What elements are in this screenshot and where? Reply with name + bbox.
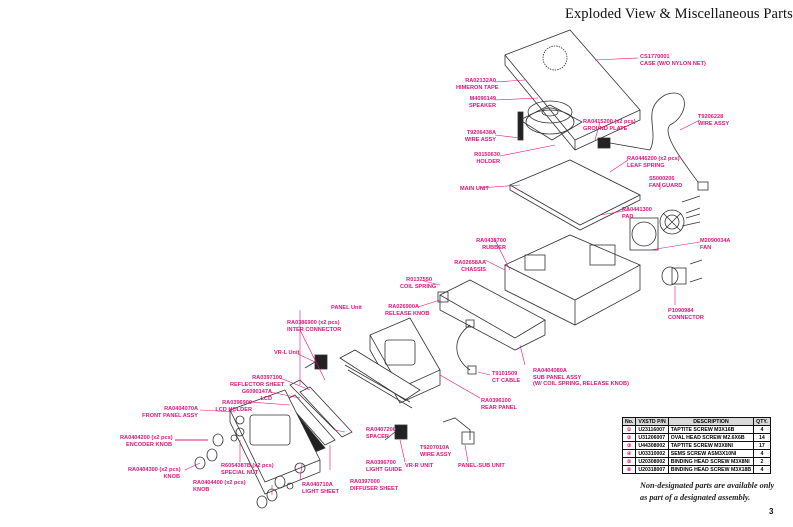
label-vrr-unit: VR-R UNIT bbox=[405, 463, 434, 469]
row-desc: BINDING HEAD SCREW M3X8NI bbox=[667, 457, 755, 466]
row-pn: U23116007 bbox=[635, 425, 669, 434]
row-pn: U03310002 bbox=[635, 449, 669, 458]
header-description: DESCRIPTION bbox=[667, 417, 755, 426]
row-no: ③ bbox=[621, 441, 637, 450]
row-desc: BINDING HEAD SCREW M3X18B bbox=[667, 465, 755, 474]
case-part bbox=[504, 29, 641, 151]
row-qty: 4 bbox=[753, 465, 771, 474]
label-knob-b: RA0404400 (x2 pcs)KNOB bbox=[193, 480, 246, 493]
chassis-part bbox=[504, 234, 641, 326]
label-leaf-spring: RA0446200 (x2 pcs)LEAF SPRING bbox=[627, 156, 680, 169]
ct-cable-part bbox=[456, 319, 477, 375]
row-pn: U20308002 bbox=[635, 457, 669, 466]
rear-panel-part bbox=[369, 317, 441, 404]
row-no: ④ bbox=[621, 449, 637, 458]
row-qty: 4 bbox=[753, 449, 771, 458]
table-header-row: No. VXSTD P/N DESCRIPTION QTY. bbox=[621, 417, 771, 426]
row-qty: 2 bbox=[753, 457, 771, 466]
label-ground-plate: RA0415200 (x2 pcs)GROUND PLATE bbox=[583, 119, 636, 132]
row-qty: 17 bbox=[753, 441, 771, 450]
note-line: Non-designated parts are available only bbox=[640, 481, 775, 490]
row-no: ⑥ bbox=[621, 465, 637, 474]
note-line: as part of a designated assembly. bbox=[640, 493, 751, 502]
row-no: ② bbox=[621, 433, 637, 442]
speaker-part bbox=[517, 100, 583, 141]
row-no: ⑤ bbox=[621, 457, 637, 466]
connector-part bbox=[661, 259, 703, 286]
row-pn: U31206007 bbox=[635, 433, 669, 442]
label-encoder-knob: RA0404200 (x2 pcs)ENCODER KNOB bbox=[120, 435, 173, 448]
panel-unit-board bbox=[339, 349, 421, 409]
fan-part bbox=[629, 195, 701, 251]
front-panel-part bbox=[229, 389, 321, 495]
row-qty: 4 bbox=[753, 425, 771, 434]
leader-lines bbox=[175, 57, 701, 495]
row-qty: 14 bbox=[753, 433, 771, 442]
row-pn: U20318007 bbox=[635, 465, 669, 474]
non-designated-parts-note: Non-designated parts are available only … bbox=[640, 480, 774, 504]
label-inter-connector: RA0386900 (x2 pcs)INTER CONNECTOR bbox=[287, 320, 342, 333]
label-special-nut: R6054387B (x2 pcs)SPECIAL NUT bbox=[221, 463, 274, 476]
row-no: ① bbox=[621, 425, 637, 434]
header-pn: VXSTD P/N bbox=[635, 417, 669, 426]
row-desc: SEMS SCREW ASM3X10NI bbox=[667, 449, 755, 458]
label-knob-a: RA0404300 (x2 pcs)KNOB bbox=[128, 467, 181, 480]
header-qty: QTY. bbox=[753, 417, 771, 426]
row-pn: U44308002 bbox=[635, 441, 669, 450]
page-number: 3 bbox=[769, 507, 774, 516]
label-main-unit: MAIN UNIT bbox=[460, 186, 489, 192]
label-panel-unit: PANEL Unit bbox=[331, 305, 362, 311]
header-no: No. bbox=[621, 417, 637, 426]
sub-panel-part bbox=[437, 279, 546, 351]
row-desc: OVAL HEAD SCREW M2.6X6B bbox=[667, 433, 755, 442]
row-desc: TAPTITE SCREW M3X16B bbox=[667, 425, 755, 434]
main-unit-board bbox=[509, 159, 641, 231]
page-title: Exploded View & Miscellaneous Parts bbox=[565, 6, 793, 22]
wire-assy-right-part bbox=[597, 92, 709, 191]
label-panel-sub-unit: PANEL-SUB UNIT bbox=[458, 463, 505, 469]
panel-sub-unit-part bbox=[442, 417, 475, 445]
row-desc: TAPTITE SCREW M3X8NI bbox=[667, 441, 755, 450]
label-vrl-unit: VR-L Unit bbox=[274, 350, 300, 356]
